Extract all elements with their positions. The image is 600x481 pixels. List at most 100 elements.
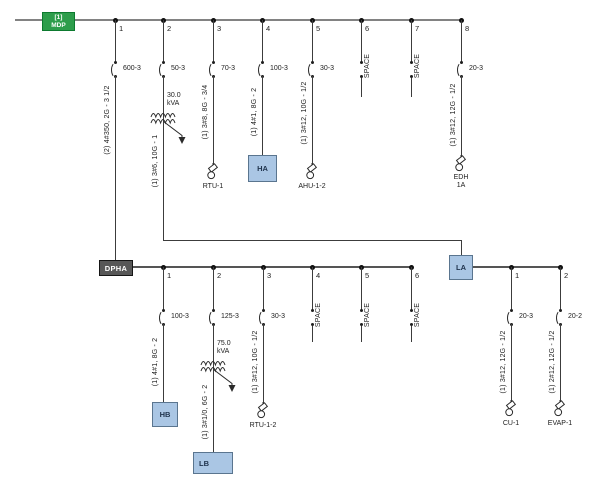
panel-box-hb[interactable]: HB bbox=[152, 402, 178, 427]
feeder-line bbox=[262, 76, 263, 155]
tap-number: 7 bbox=[415, 24, 420, 33]
xfmr-to-la-line bbox=[163, 240, 462, 241]
breaker-rating-label: 100-3 bbox=[171, 313, 189, 320]
feeder-wire-label: (1) 3#1/0, 6G - 2 bbox=[202, 384, 209, 440]
feeder-line bbox=[461, 20, 462, 62]
tap-number: 5 bbox=[365, 271, 370, 280]
breaker-arc[interactable] bbox=[258, 62, 268, 78]
tap-number: 1 bbox=[167, 271, 172, 280]
feeder-line bbox=[361, 20, 362, 62]
breaker-terminal-dot bbox=[310, 322, 314, 326]
breaker-arc[interactable] bbox=[457, 62, 467, 78]
la-name: LA bbox=[456, 263, 466, 272]
ground-arrow-icon bbox=[213, 369, 239, 399]
breaker-arc[interactable] bbox=[556, 310, 566, 326]
tap-number: 3 bbox=[267, 271, 272, 280]
tap-number: 4 bbox=[266, 24, 271, 33]
feeder-line bbox=[312, 267, 313, 310]
feeder-line bbox=[163, 324, 164, 402]
motor-disconnect-icon[interactable] bbox=[453, 155, 469, 177]
breaker-rating-label: 30-3 bbox=[320, 65, 335, 72]
breaker-arc[interactable] bbox=[209, 310, 219, 326]
breaker-arc[interactable] bbox=[159, 310, 169, 326]
feeder-wire-label: (1) 3#12, 12G - 1/2 bbox=[450, 83, 457, 147]
breaker-terminal-dot bbox=[310, 308, 314, 312]
breaker-arc[interactable] bbox=[111, 62, 121, 78]
feeder-line bbox=[461, 76, 462, 157]
feeder-line bbox=[361, 78, 362, 97]
tap-number: 2 bbox=[564, 271, 569, 280]
breaker-arc[interactable] bbox=[159, 62, 169, 78]
feeder-line bbox=[263, 267, 264, 310]
breaker-arc[interactable] bbox=[209, 62, 219, 78]
tap-number: 3 bbox=[217, 24, 222, 33]
tap-number: 4 bbox=[316, 271, 321, 280]
panel-box-lb[interactable]: LB bbox=[193, 452, 233, 474]
motor-disconnect-icon[interactable] bbox=[503, 400, 519, 422]
feeder-wire-label: (1) 3#12, 10G - 1/2 bbox=[301, 81, 308, 145]
feeder-line bbox=[262, 20, 263, 62]
feeder-line bbox=[163, 76, 164, 240]
panel-box-ha[interactable]: HA bbox=[248, 155, 277, 182]
feeder-wire-label: (2) 4#350, 2G - 3 1/2 bbox=[104, 85, 111, 155]
motor-disconnect-icon[interactable] bbox=[304, 163, 320, 185]
space-label: SPACE bbox=[315, 302, 322, 328]
transformer-coil-icon[interactable] bbox=[200, 360, 226, 378]
breaker-rating-label: 20-3 bbox=[519, 313, 534, 320]
feeder-line bbox=[411, 267, 412, 310]
feeder-line bbox=[213, 76, 214, 165]
mdp-tag: [1] bbox=[54, 14, 63, 21]
breaker-rating-label: 600-3 bbox=[123, 65, 141, 72]
space-label: SPACE bbox=[364, 302, 371, 328]
feeder-wire-label: (1) 2#12, 12G - 1/2 bbox=[549, 330, 556, 394]
feeder-line bbox=[312, 76, 313, 165]
motor-disconnect-icon[interactable] bbox=[255, 402, 271, 424]
feeder-wire-label: (1) 3#6, 10G - 1 bbox=[152, 134, 159, 188]
breaker-rating-label: 20-3 bbox=[469, 65, 484, 72]
tap-number: 5 bbox=[316, 24, 321, 33]
load-label: RTU-1 bbox=[202, 183, 224, 190]
breaker-rating-label: 50-3 bbox=[171, 65, 186, 72]
feeder-line bbox=[511, 267, 512, 310]
feeder-line bbox=[115, 20, 116, 62]
mdp-bus-line bbox=[15, 19, 463, 21]
transformer-kva-label: 30.0 kVA bbox=[167, 92, 181, 107]
breaker-arc[interactable] bbox=[308, 62, 318, 78]
feeder-line bbox=[361, 326, 362, 342]
dpha-panel-box[interactable]: DPHA bbox=[99, 260, 133, 276]
breaker-terminal-dot bbox=[409, 322, 413, 326]
motor-disconnect-icon[interactable] bbox=[552, 400, 568, 422]
breaker-terminal-dot bbox=[359, 74, 363, 78]
feeder-line bbox=[213, 20, 214, 62]
feeder-line bbox=[411, 78, 412, 97]
la-panel-box[interactable]: LA bbox=[449, 255, 473, 280]
breaker-rating-label: 70-3 bbox=[221, 65, 236, 72]
breaker-rating-label: 100-3 bbox=[270, 65, 288, 72]
tap-number: 2 bbox=[167, 24, 172, 33]
feeder-line bbox=[312, 20, 313, 62]
load-label: EDH 1A bbox=[453, 174, 469, 189]
load-label: RTU-1-2 bbox=[249, 422, 277, 429]
mdp-panel-box[interactable]: [1] MDP bbox=[42, 12, 75, 31]
tap-number: 6 bbox=[415, 271, 420, 280]
breaker-arc[interactable] bbox=[507, 310, 517, 326]
tap-number: 1 bbox=[119, 24, 124, 33]
feeder-wire-label: (1) 3#12, 10G - 1/2 bbox=[252, 330, 259, 394]
transformer-coil-icon[interactable] bbox=[150, 112, 176, 130]
breaker-terminal-dot bbox=[359, 308, 363, 312]
feeder-line bbox=[312, 326, 313, 342]
dpha-bus-line bbox=[131, 266, 413, 268]
breaker-arc[interactable] bbox=[259, 310, 269, 326]
tap-number: 8 bbox=[465, 24, 470, 33]
feeder-line bbox=[115, 76, 116, 260]
feeder-line bbox=[560, 267, 561, 310]
motor-disconnect-icon[interactable] bbox=[205, 163, 221, 185]
breaker-terminal-dot bbox=[359, 60, 363, 64]
feeder-line bbox=[511, 324, 512, 402]
load-label: AHU-1-2 bbox=[298, 183, 326, 190]
dpha-name: DPHA bbox=[104, 263, 128, 273]
tap-number: 1 bbox=[515, 271, 520, 280]
breaker-rating-label: 30-3 bbox=[271, 313, 286, 320]
feeder-line bbox=[263, 324, 264, 404]
